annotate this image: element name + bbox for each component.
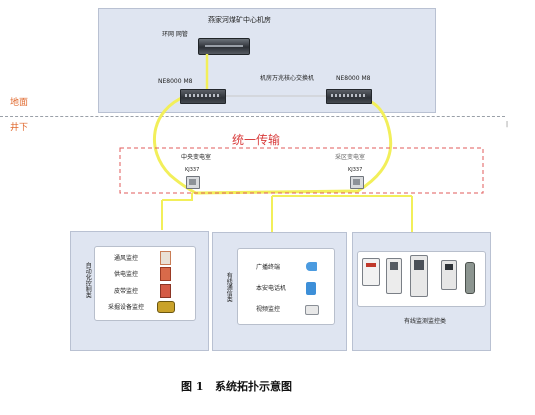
ventilation-cabinet-icon (160, 251, 171, 265)
right-switch-label: NE8000 M8 (336, 75, 371, 82)
sensor-device-5 (465, 262, 475, 294)
comm-item-broadcast: 广播终端 (256, 264, 281, 271)
automation-item-ventilation: 通风监控 (114, 255, 139, 262)
right-core-switch (326, 89, 372, 104)
central-substation-device (186, 176, 200, 189)
datacenter-title: 燕家河煤矿中心机房 (208, 16, 271, 24)
ring-network-management-label: 环网 网管 (162, 31, 188, 38)
left-switch-label: NE8000 M8 (158, 78, 193, 85)
mining-substation-label: 采区变电室 (335, 154, 366, 161)
broadcast-speaker-icon (306, 262, 317, 271)
camera-icon (305, 305, 319, 315)
central-substation-model: KJ337 (185, 167, 200, 173)
monitoring-panel-title: 有线监测监控类 (404, 318, 447, 325)
sensor-device-2 (386, 258, 402, 294)
automation-item-mining: 采掘设备监控 (108, 304, 145, 311)
power-cabinet-icon (160, 267, 171, 281)
left-core-switch (180, 89, 226, 104)
automation-item-power: 供电监控 (114, 271, 139, 278)
network-management-server (198, 38, 250, 55)
bus-left (162, 193, 193, 201)
divider-end-mark: | (506, 121, 509, 128)
unified-transport-label: 统一传输 (232, 133, 281, 147)
automation-panel-title: 自动化控制类 (84, 262, 92, 298)
automation-items-box (94, 246, 196, 321)
sensor-device-4 (441, 260, 457, 290)
underground-zone-label: 井下 (10, 123, 29, 133)
communication-panel-title: 有线通信类 (225, 272, 233, 302)
mining-substation-device (350, 176, 364, 189)
mining-substation-model: KJ337 (348, 167, 363, 173)
automation-item-belt: 皮带监控 (114, 288, 139, 295)
surface-divider (0, 116, 505, 117)
phone-icon (306, 282, 316, 295)
sensor-device-1 (362, 258, 380, 286)
sensor-device-3 (410, 255, 428, 297)
core-switch-label: 机房万兆核心交换机 (260, 75, 315, 82)
comm-item-video: 视频监控 (256, 306, 281, 313)
figure-caption: 图 1 系统拓扑示意图 (181, 380, 292, 393)
central-substation-label: 中央变电室 (181, 154, 212, 161)
mining-machine-icon (157, 301, 175, 313)
comm-item-phone: 本安电话机 (256, 285, 287, 292)
surface-zone-label: 地面 (10, 98, 29, 108)
belt-cabinet-icon (160, 284, 171, 298)
underground-dashed-box (119, 147, 484, 194)
